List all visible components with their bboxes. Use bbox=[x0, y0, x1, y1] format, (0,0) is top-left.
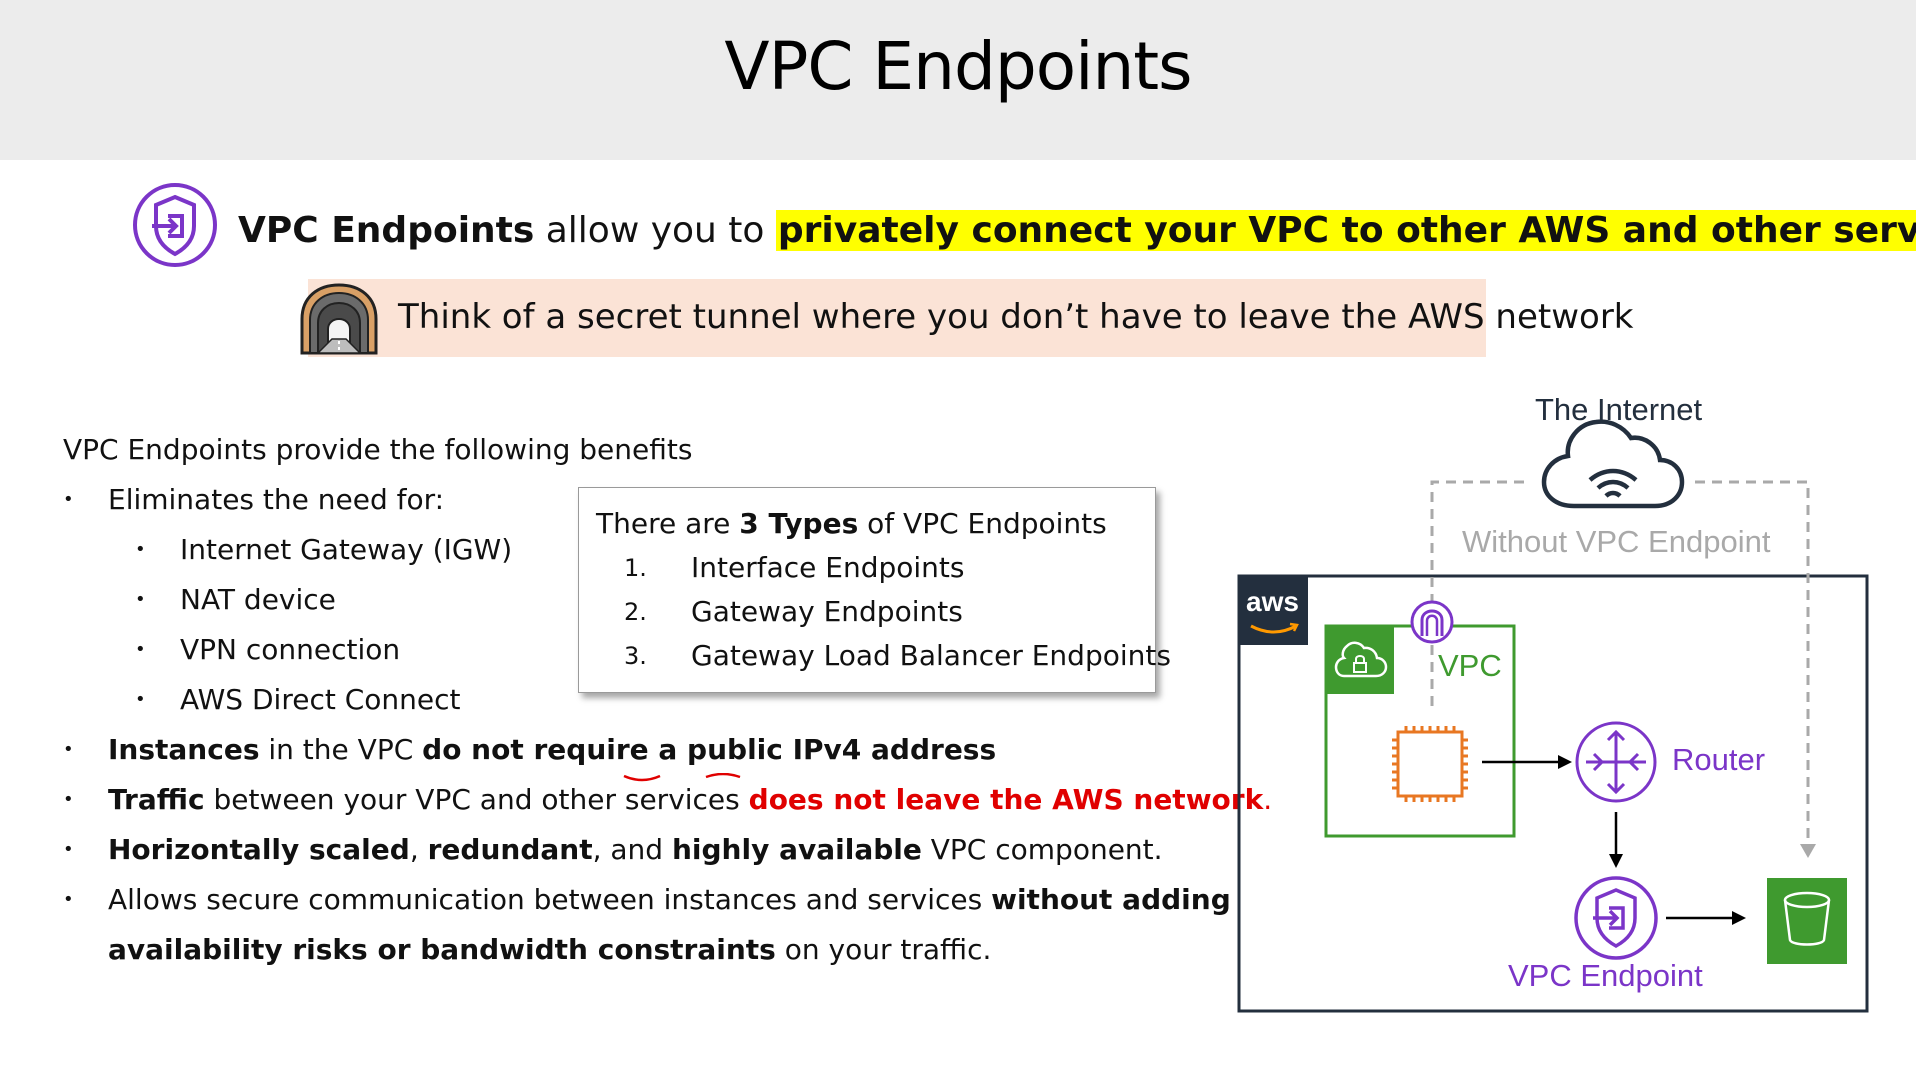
types-lead: There are bbox=[596, 507, 740, 540]
arrowhead bbox=[1558, 755, 1572, 769]
type-label: Gateway Endpoints bbox=[691, 595, 963, 628]
tunnel-callout bbox=[308, 279, 1486, 357]
benefit-traffic-p1: Traffic bbox=[108, 783, 205, 816]
router-icon bbox=[1575, 721, 1657, 803]
type-label: Gateway Load Balancer Endpoints bbox=[691, 639, 1171, 672]
types-bold: 3 Types bbox=[739, 507, 859, 540]
headline-lead: VPC Endpoints bbox=[238, 210, 535, 251]
s3-bucket-icon bbox=[1767, 878, 1847, 964]
sub-item: NAT device bbox=[180, 583, 336, 616]
benefit-secure-p4: on your traffic. bbox=[775, 933, 992, 966]
aws-cloud-boundary bbox=[1237, 574, 1869, 1013]
aws-logo-icon bbox=[1240, 577, 1308, 645]
internet-gateway-icon bbox=[1410, 600, 1454, 644]
sub-item: VPN connection bbox=[180, 633, 401, 666]
benefit-secure-line1: Allows secure communication between inst… bbox=[108, 880, 1231, 920]
without-endpoint-label: Without VPC Endpoint bbox=[1462, 524, 1771, 559]
type-num: 2. bbox=[624, 598, 647, 626]
tunnel-icon bbox=[298, 281, 380, 355]
benefit-scaled-p4: , and bbox=[592, 833, 672, 866]
types-heading: There are 3 Types of VPC Endpoints bbox=[596, 504, 1107, 544]
benefit-scaled-p1: Horizontally scaled bbox=[108, 833, 410, 866]
internet-label: The Internet bbox=[1535, 392, 1703, 427]
benefit-scaled-p3: redundant bbox=[427, 833, 593, 866]
headline: VPC Endpoints allow you to privately con… bbox=[238, 208, 1916, 254]
architecture-diagram bbox=[1230, 380, 1870, 1020]
bullet-dot: • bbox=[63, 839, 74, 860]
benefit-secure-p3: availability risks or bandwidth constrai… bbox=[108, 933, 776, 966]
headline-highlight: privately connect your VPC to other AWS … bbox=[775, 210, 1916, 251]
bullet-dot: • bbox=[135, 639, 146, 660]
benefit-traffic: Traffic between your VPC and other servi… bbox=[108, 780, 1272, 820]
headline-middle: allow you to bbox=[534, 210, 776, 251]
bullet-dot: • bbox=[135, 539, 146, 560]
types-tail: of VPC Endpoints bbox=[858, 507, 1107, 540]
vpc-label: VPC bbox=[1438, 648, 1502, 683]
sub-item: AWS Direct Connect bbox=[180, 683, 461, 716]
sub-item: Internet Gateway (IGW) bbox=[180, 533, 513, 566]
callout-text: Think of a secret tunnel where you don’t… bbox=[398, 297, 1634, 337]
bullet-dot: • bbox=[63, 889, 74, 910]
ec2-chip-icon bbox=[1392, 726, 1468, 802]
benefit-scaled-p6: VPC component. bbox=[921, 833, 1163, 866]
vpc-cloud-lock-icon bbox=[1326, 626, 1394, 694]
benefit-traffic-p3: does not leave the AWS network bbox=[748, 783, 1264, 816]
type-num: 1. bbox=[624, 554, 647, 582]
router-label: Router bbox=[1672, 742, 1766, 777]
benefits-intro: VPC Endpoints provide the following bene… bbox=[63, 433, 693, 466]
benefit-secure-p2: without adding bbox=[991, 883, 1231, 916]
page-title: VPC Endpoints bbox=[724, 28, 1192, 105]
benefit-instances-p1: Instances bbox=[108, 733, 260, 766]
benefit-eliminates: Eliminates the need for: bbox=[108, 483, 445, 516]
arrowhead bbox=[1732, 911, 1746, 925]
benefit-secure-p1: Allows secure communication between inst… bbox=[108, 883, 992, 916]
benefit-scaled: Horizontally scaled, redundant, and high… bbox=[108, 830, 1163, 870]
bullet-dot: • bbox=[135, 589, 146, 610]
spell-mark bbox=[622, 768, 662, 782]
arrowhead bbox=[1609, 854, 1623, 868]
benefit-traffic-p2: between your VPC and other services bbox=[204, 783, 749, 816]
type-num: 3. bbox=[624, 642, 647, 670]
type-label: Interface Endpoints bbox=[691, 551, 965, 584]
vpc-endpoint-label: VPC Endpoint bbox=[1508, 958, 1703, 993]
vpc-endpoint-shield-icon bbox=[130, 180, 220, 270]
dashed-arrowhead bbox=[1800, 844, 1816, 858]
cloud-wifi-icon bbox=[1541, 419, 1685, 509]
title-band bbox=[0, 0, 1916, 160]
bullet-dot: • bbox=[135, 689, 146, 710]
vpc-endpoint-icon bbox=[1574, 876, 1658, 960]
bullet-dot: • bbox=[63, 739, 74, 760]
benefit-traffic-p4: . bbox=[1263, 783, 1273, 816]
architecture-svg bbox=[1237, 419, 1869, 1013]
bullet-dot: • bbox=[63, 489, 74, 510]
endpoint-types-box bbox=[578, 487, 1156, 693]
aws-logo-text: aws bbox=[1246, 586, 1299, 617]
bullet-dot: • bbox=[63, 789, 74, 810]
benefit-instances-p3: do not require a public IPv4 address bbox=[422, 733, 997, 766]
benefit-secure-line2: availability risks or bandwidth constrai… bbox=[108, 930, 991, 970]
spell-mark bbox=[704, 768, 742, 779]
benefit-scaled-p5: highly available bbox=[671, 833, 922, 866]
benefit-scaled-p2: , bbox=[409, 833, 428, 866]
benefit-instances-p2: in the VPC bbox=[259, 733, 423, 766]
benefit-instances: Instances in the VPC do not require a pu… bbox=[108, 730, 996, 770]
